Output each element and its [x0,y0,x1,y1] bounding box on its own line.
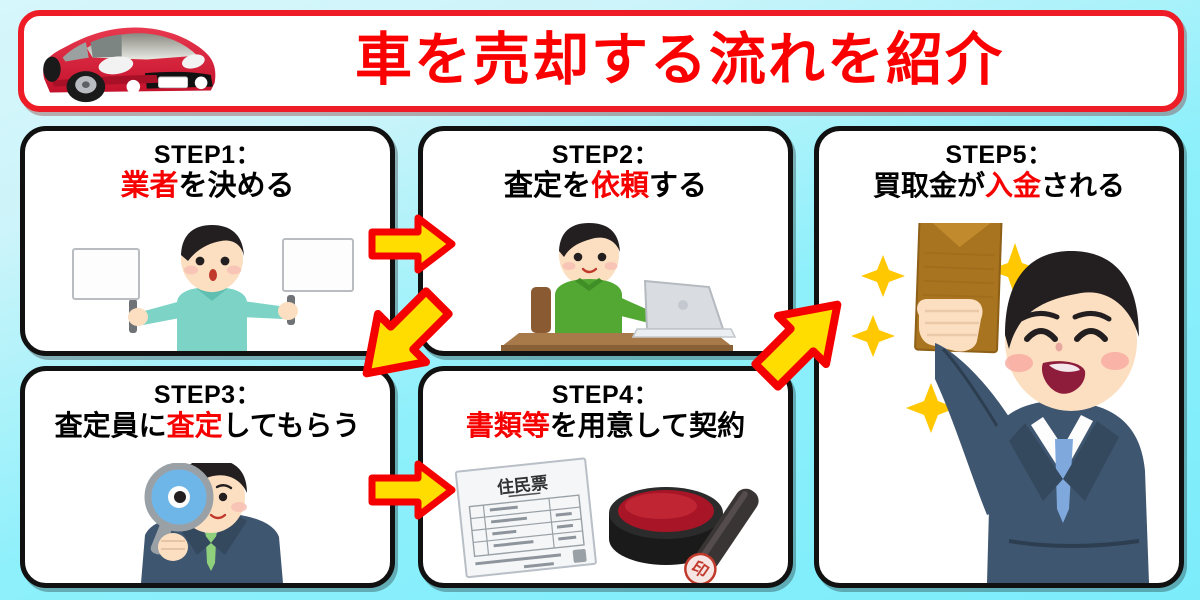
step5-heading: STEP5： 買取金が入金される [819,141,1179,202]
arrow-step3-to-step4 [368,460,456,520]
happy-businessman-with-envelope-illustration [851,223,1149,583]
title-banner: 車を売却する流れを紹介 [18,10,1184,112]
step5-title-highlight: 入金 [984,169,1041,201]
red-car-icon [43,27,216,103]
step3-title: 査定員に査定してもらう [31,409,384,442]
step3-number: STEP3： [153,381,262,409]
step3-title-highlight: 査定 [166,409,223,441]
step1-number: STEP1： [153,141,262,169]
step2-title-highlight: 依頼 [590,169,649,202]
step1-heading: STEP1： 業者を決める [25,141,390,203]
step2-title: 査定を依頼する [429,169,782,203]
step5-title-rest: される [1041,169,1126,201]
step4-title-rest: を用意して契約 [549,409,746,441]
step-card-5[interactable]: STEP5： 買取金が入金される [814,126,1184,588]
step5-number: STEP5： [945,141,1053,169]
step2-title-pre: 査定を [503,169,591,202]
step3-title-pre: 査定員に [54,409,167,441]
step2-heading: STEP2： 査定を依頼する [423,141,788,203]
person-holding-two-blank-signs-illustration [72,225,354,351]
step5-title: 買取金が入金される [825,169,1173,202]
page-title: 車を売却する流れを紹介 [355,27,1004,92]
step5-title-pre: 買取金が [872,169,985,201]
step4-number: STEP4： [551,381,660,409]
step-card-3[interactable]: STEP3： 査定員に査定してもらう [20,366,395,588]
businessman-with-magnifying-glass-illustration [141,463,283,583]
step1-title-rest: を決める [178,169,295,202]
step4-title-highlight: 書類等 [465,409,550,441]
step4-heading: STEP4： 書類等を用意して契約 [423,381,788,442]
sparkle-icons [851,243,1042,433]
step1-title-highlight: 業者 [120,169,179,202]
documents-and-hanko-illustration: 住民票 印 [454,457,759,583]
step4-title: 書類等を用意して契約 [429,409,782,442]
step-card-2[interactable]: STEP2： 査定を依頼する [418,126,793,356]
step2-number: STEP2： [551,141,660,169]
arrow-step4-to-step5 [751,300,842,391]
step3-heading: STEP3： 査定員に査定してもらう [25,381,390,442]
step-card-4[interactable]: STEP4： 書類等を用意して契約 住民票 [418,366,793,588]
arrow-step2-to-step3 [362,287,453,378]
step2-title-rest: する [649,169,708,202]
step1-title: 業者を決める [31,169,384,203]
step-card-1[interactable]: STEP1： 業者を決める [20,126,395,356]
person-using-laptop-illustration [501,223,737,351]
arrow-step1-to-step2 [368,214,456,274]
step3-title-rest: してもらう [222,409,361,441]
